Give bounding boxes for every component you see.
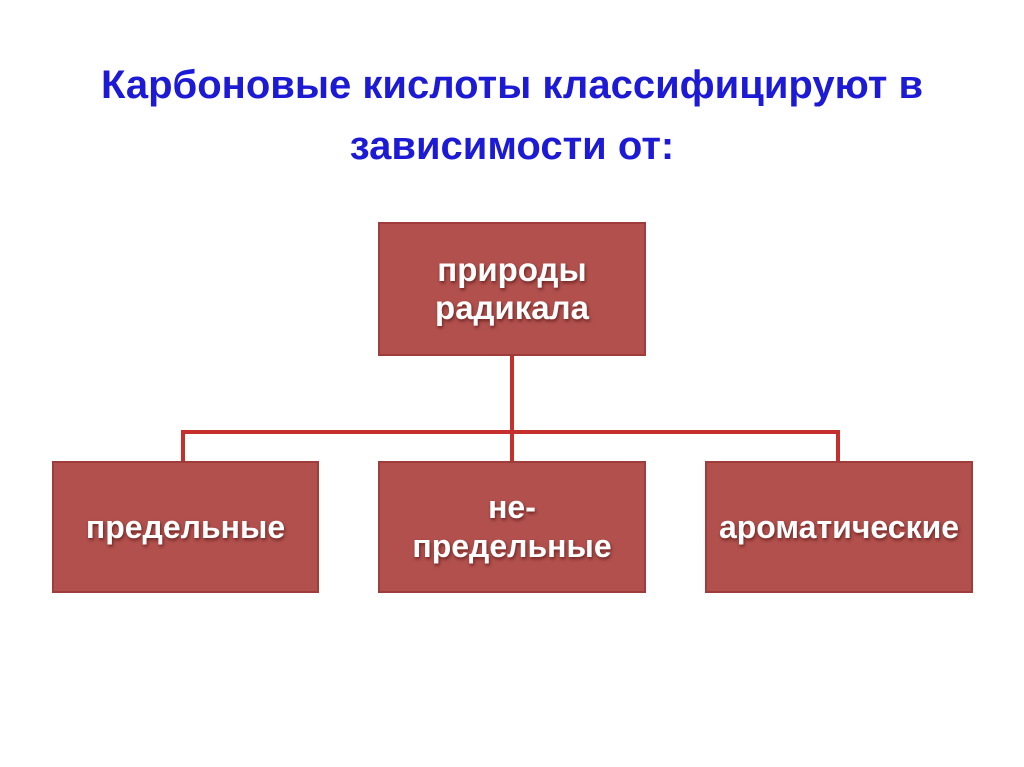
slide-title-line2: зависимости от: (349, 123, 675, 168)
slide-title: Карбоновые кислоты классифицируют в зави… (0, 55, 1024, 177)
connector-drop-right (836, 430, 840, 461)
slide-title-line1: Карбоновые кислоты классифицируют в (100, 62, 924, 107)
connector-drop-left (181, 430, 185, 461)
node-saturated: предельные (52, 461, 319, 593)
connector-drop-middle (510, 430, 514, 461)
node-radical-nature: природы радикала (378, 222, 646, 356)
connector-stem (510, 356, 514, 432)
node-unsaturated: не- предельные (378, 461, 646, 593)
node-aromatic: ароматические (705, 461, 973, 593)
